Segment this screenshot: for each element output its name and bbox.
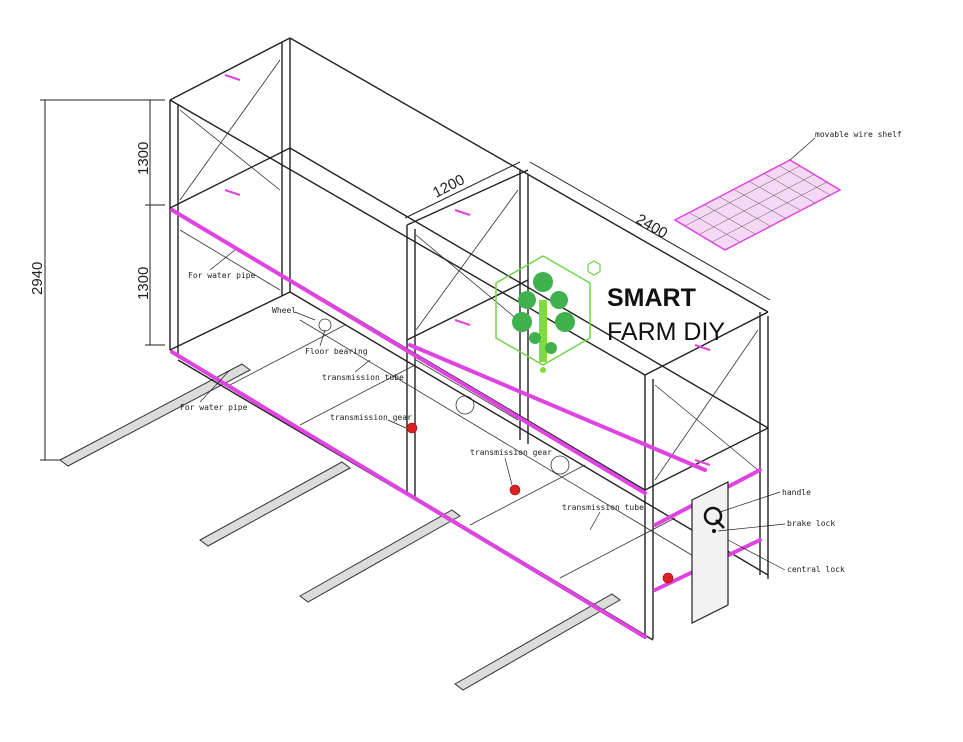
label-handle: handle xyxy=(782,488,811,497)
floor-rail-3 xyxy=(299,509,461,603)
smart-farm-diy-logo: SMART FARM DIY xyxy=(495,255,725,373)
water-pipe-upper xyxy=(170,208,647,495)
dimension-lines xyxy=(40,99,771,461)
dim-tier-upper: 1300 xyxy=(135,142,152,175)
label-transmission-gear-left: transmission gear xyxy=(330,413,412,422)
label-floor-bearing: Floor bearing xyxy=(305,347,368,356)
part-labels: movable wire shelf For water pipe Wheel … xyxy=(180,130,902,574)
logo-line2: FARM DIY xyxy=(607,318,725,346)
label-water-pipe-lower: For water pipe xyxy=(180,403,248,412)
movable-wire-shelf xyxy=(673,137,842,251)
gear-middle xyxy=(509,484,521,496)
label-transmission-tube-right: transmission tube xyxy=(562,503,644,512)
floor-rail-4 xyxy=(454,593,621,691)
water-pipes xyxy=(170,74,762,639)
transmission-gears xyxy=(318,318,674,584)
water-pipe-lower xyxy=(170,350,647,639)
plant-hexagon-icon xyxy=(495,255,601,373)
label-central-lock: central lock xyxy=(787,565,845,574)
handle-icon xyxy=(703,506,723,526)
floor-rail-1 xyxy=(59,363,251,467)
label-water-pipe-upper: For water pipe xyxy=(188,271,256,280)
gear-right xyxy=(662,572,674,584)
label-transmission-tube-left: transmission tube xyxy=(322,373,404,382)
label-movable-wire-shelf: movable wire shelf xyxy=(815,130,902,139)
gear-left xyxy=(406,422,418,434)
label-brake-lock: brake lock xyxy=(787,519,835,528)
floor-rail-2 xyxy=(199,461,351,547)
dim-tier-lower: 1300 xyxy=(135,267,152,300)
label-wheel: Wheel xyxy=(272,306,296,315)
label-transmission-gear-right: transmission gear xyxy=(470,448,552,457)
water-pipe-top-middle xyxy=(408,343,707,472)
floor-rails xyxy=(59,363,621,691)
dim-total-height: 2940 xyxy=(29,262,46,295)
logo-line1: SMART xyxy=(607,284,696,312)
control-box xyxy=(691,481,729,624)
